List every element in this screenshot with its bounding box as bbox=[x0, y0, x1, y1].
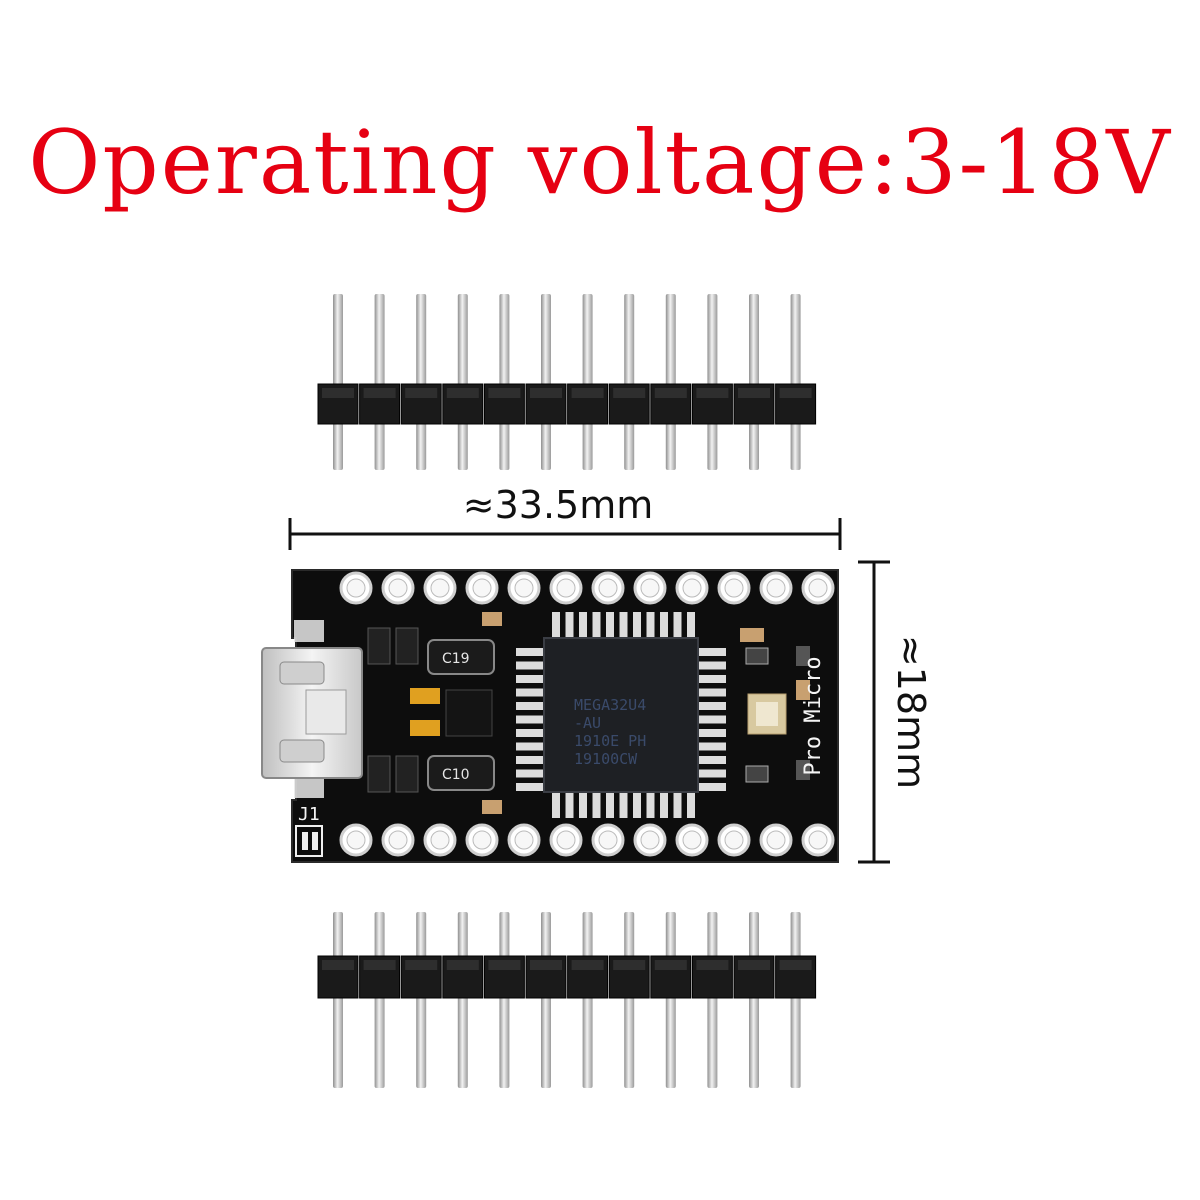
svg-text:-AU: -AU bbox=[574, 714, 601, 732]
height-label: ≈18mm bbox=[889, 635, 933, 789]
mega32u4-chip: MEGA32U4 -AU 1910E PH 19100CW bbox=[516, 612, 726, 818]
pin-header-bottom bbox=[317, 912, 817, 1088]
header-pin bbox=[457, 294, 468, 470]
header-pin bbox=[665, 912, 676, 1088]
svg-text:MEGA32U4: MEGA32U4 bbox=[574, 696, 646, 714]
header-pin bbox=[416, 294, 427, 470]
header-pin bbox=[790, 912, 801, 1088]
header-pin bbox=[582, 912, 593, 1088]
j1-label: J1 bbox=[298, 804, 320, 825]
header-pin bbox=[416, 912, 427, 1088]
header-pin bbox=[665, 294, 676, 470]
silkscreen-pro-micro: Pro Micro bbox=[801, 656, 826, 775]
header-pin bbox=[374, 294, 385, 470]
header-pin bbox=[333, 294, 343, 470]
header-pin bbox=[707, 294, 718, 470]
pin-header-top bbox=[317, 294, 817, 470]
width-dimension: ≈33.5mm bbox=[288, 483, 842, 550]
header-pin bbox=[333, 912, 343, 1088]
pro-micro-board: C19 C10 MEGA32U4 -AU 1910E PH 19100CW bbox=[261, 569, 839, 863]
header-pin bbox=[499, 912, 510, 1088]
header-pin bbox=[541, 294, 551, 470]
operating-voltage-title: Operating voltage:3-18V bbox=[28, 111, 1172, 214]
header-pin bbox=[790, 294, 801, 470]
header-pin bbox=[749, 294, 759, 470]
svg-text:C19: C19 bbox=[442, 651, 470, 667]
header-pin bbox=[624, 294, 635, 470]
svg-text:19100CW: 19100CW bbox=[574, 750, 638, 768]
header-pin bbox=[582, 294, 593, 470]
capacitor-c10: C10 bbox=[427, 755, 495, 791]
header-pin bbox=[707, 912, 718, 1088]
width-label: ≈33.5mm bbox=[463, 483, 653, 527]
header-pin bbox=[541, 912, 551, 1088]
header-pin bbox=[749, 912, 759, 1088]
header-pin bbox=[457, 912, 468, 1088]
header-pin bbox=[499, 294, 510, 470]
pad-row-top bbox=[339, 571, 835, 605]
svg-text:1910E PH: 1910E PH bbox=[574, 732, 646, 750]
capacitor-c19: C19 bbox=[427, 639, 495, 675]
crystal-oscillator bbox=[747, 693, 787, 735]
header-pin bbox=[624, 912, 635, 1088]
header-pin bbox=[374, 912, 385, 1088]
pad-row-bottom bbox=[339, 823, 835, 857]
height-dimension: ≈18mm bbox=[858, 560, 933, 864]
micro-usb-connector bbox=[261, 647, 363, 779]
svg-text:C10: C10 bbox=[442, 767, 470, 783]
